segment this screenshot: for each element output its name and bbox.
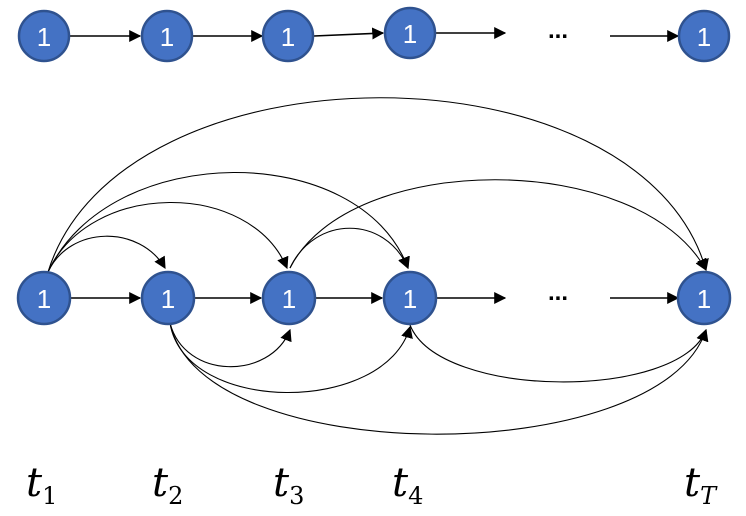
time-label-t1: t1: [26, 460, 57, 510]
time-label-tT: tT: [684, 460, 718, 510]
top-node-T-label: 1: [697, 22, 711, 52]
top-node-3: 1: [261, 9, 315, 63]
arc-t4-tT: [409, 324, 708, 383]
bottom-node-T-label: 1: [697, 284, 711, 314]
top-ellipsis: ...: [548, 17, 568, 44]
bottom-node-1-label: 1: [37, 284, 51, 314]
arc-t1-t4: [47, 171, 410, 273]
bottom-node-2: 1: [140, 270, 196, 326]
time-label-t2: t2: [152, 460, 183, 510]
time-label-t3-base: t: [273, 460, 290, 506]
arc-t1-t2: [47, 235, 166, 273]
time-label-t3: t3: [273, 460, 304, 510]
top-node-4-label: 1: [403, 19, 417, 49]
arc-t3-t4: [289, 227, 410, 270]
top-node-4: 1: [383, 6, 437, 60]
top-edge-3-4: [313, 27, 385, 40]
time-label-t2-sub: 2: [168, 482, 183, 510]
time-label-tT-sub: T: [700, 482, 718, 510]
arc-t1-tT: [47, 97, 709, 273]
top-node-2-label: 1: [160, 22, 174, 52]
time-label-t4: t4: [392, 460, 423, 510]
time-label-t4-sub: 4: [408, 482, 423, 510]
arc-t2-t3: [169, 322, 292, 368]
arc-t2-t4: [169, 322, 413, 394]
bottom-arcs: [47, 97, 709, 435]
top-node-1-label: 1: [37, 22, 51, 52]
arc-t2-tT: [169, 322, 709, 435]
time-label-t1-base: t: [26, 460, 43, 506]
top-node-3-label: 1: [281, 22, 295, 52]
bottom-node-2-label: 1: [161, 284, 175, 314]
bottom-ellipsis: ...: [548, 279, 568, 306]
top-chain-edges: [70, 27, 680, 42]
time-label-t3-sub: 3: [289, 482, 304, 510]
bottom-node-3: 1: [261, 270, 317, 326]
bottom-node-3-label: 1: [282, 284, 296, 314]
top-node-T: 1: [677, 9, 731, 63]
time-label-t1-sub: 1: [42, 482, 57, 510]
time-labels: t1 t2 t3 t4 tT: [26, 460, 718, 510]
arc-t1-t3: [47, 202, 289, 273]
bottom-node-T: 1: [676, 270, 732, 326]
top-node-1: 1: [17, 9, 71, 63]
time-label-t2-base: t: [152, 460, 169, 506]
arc-t3-tT: [289, 179, 707, 272]
time-label-t4-base: t: [392, 460, 409, 506]
bottom-node-4: 1: [382, 270, 438, 326]
bottom-node-1: 1: [16, 270, 72, 326]
top-node-2: 1: [140, 9, 194, 63]
bottom-node-4-label: 1: [403, 284, 417, 314]
time-label-tT-base: t: [684, 460, 701, 506]
